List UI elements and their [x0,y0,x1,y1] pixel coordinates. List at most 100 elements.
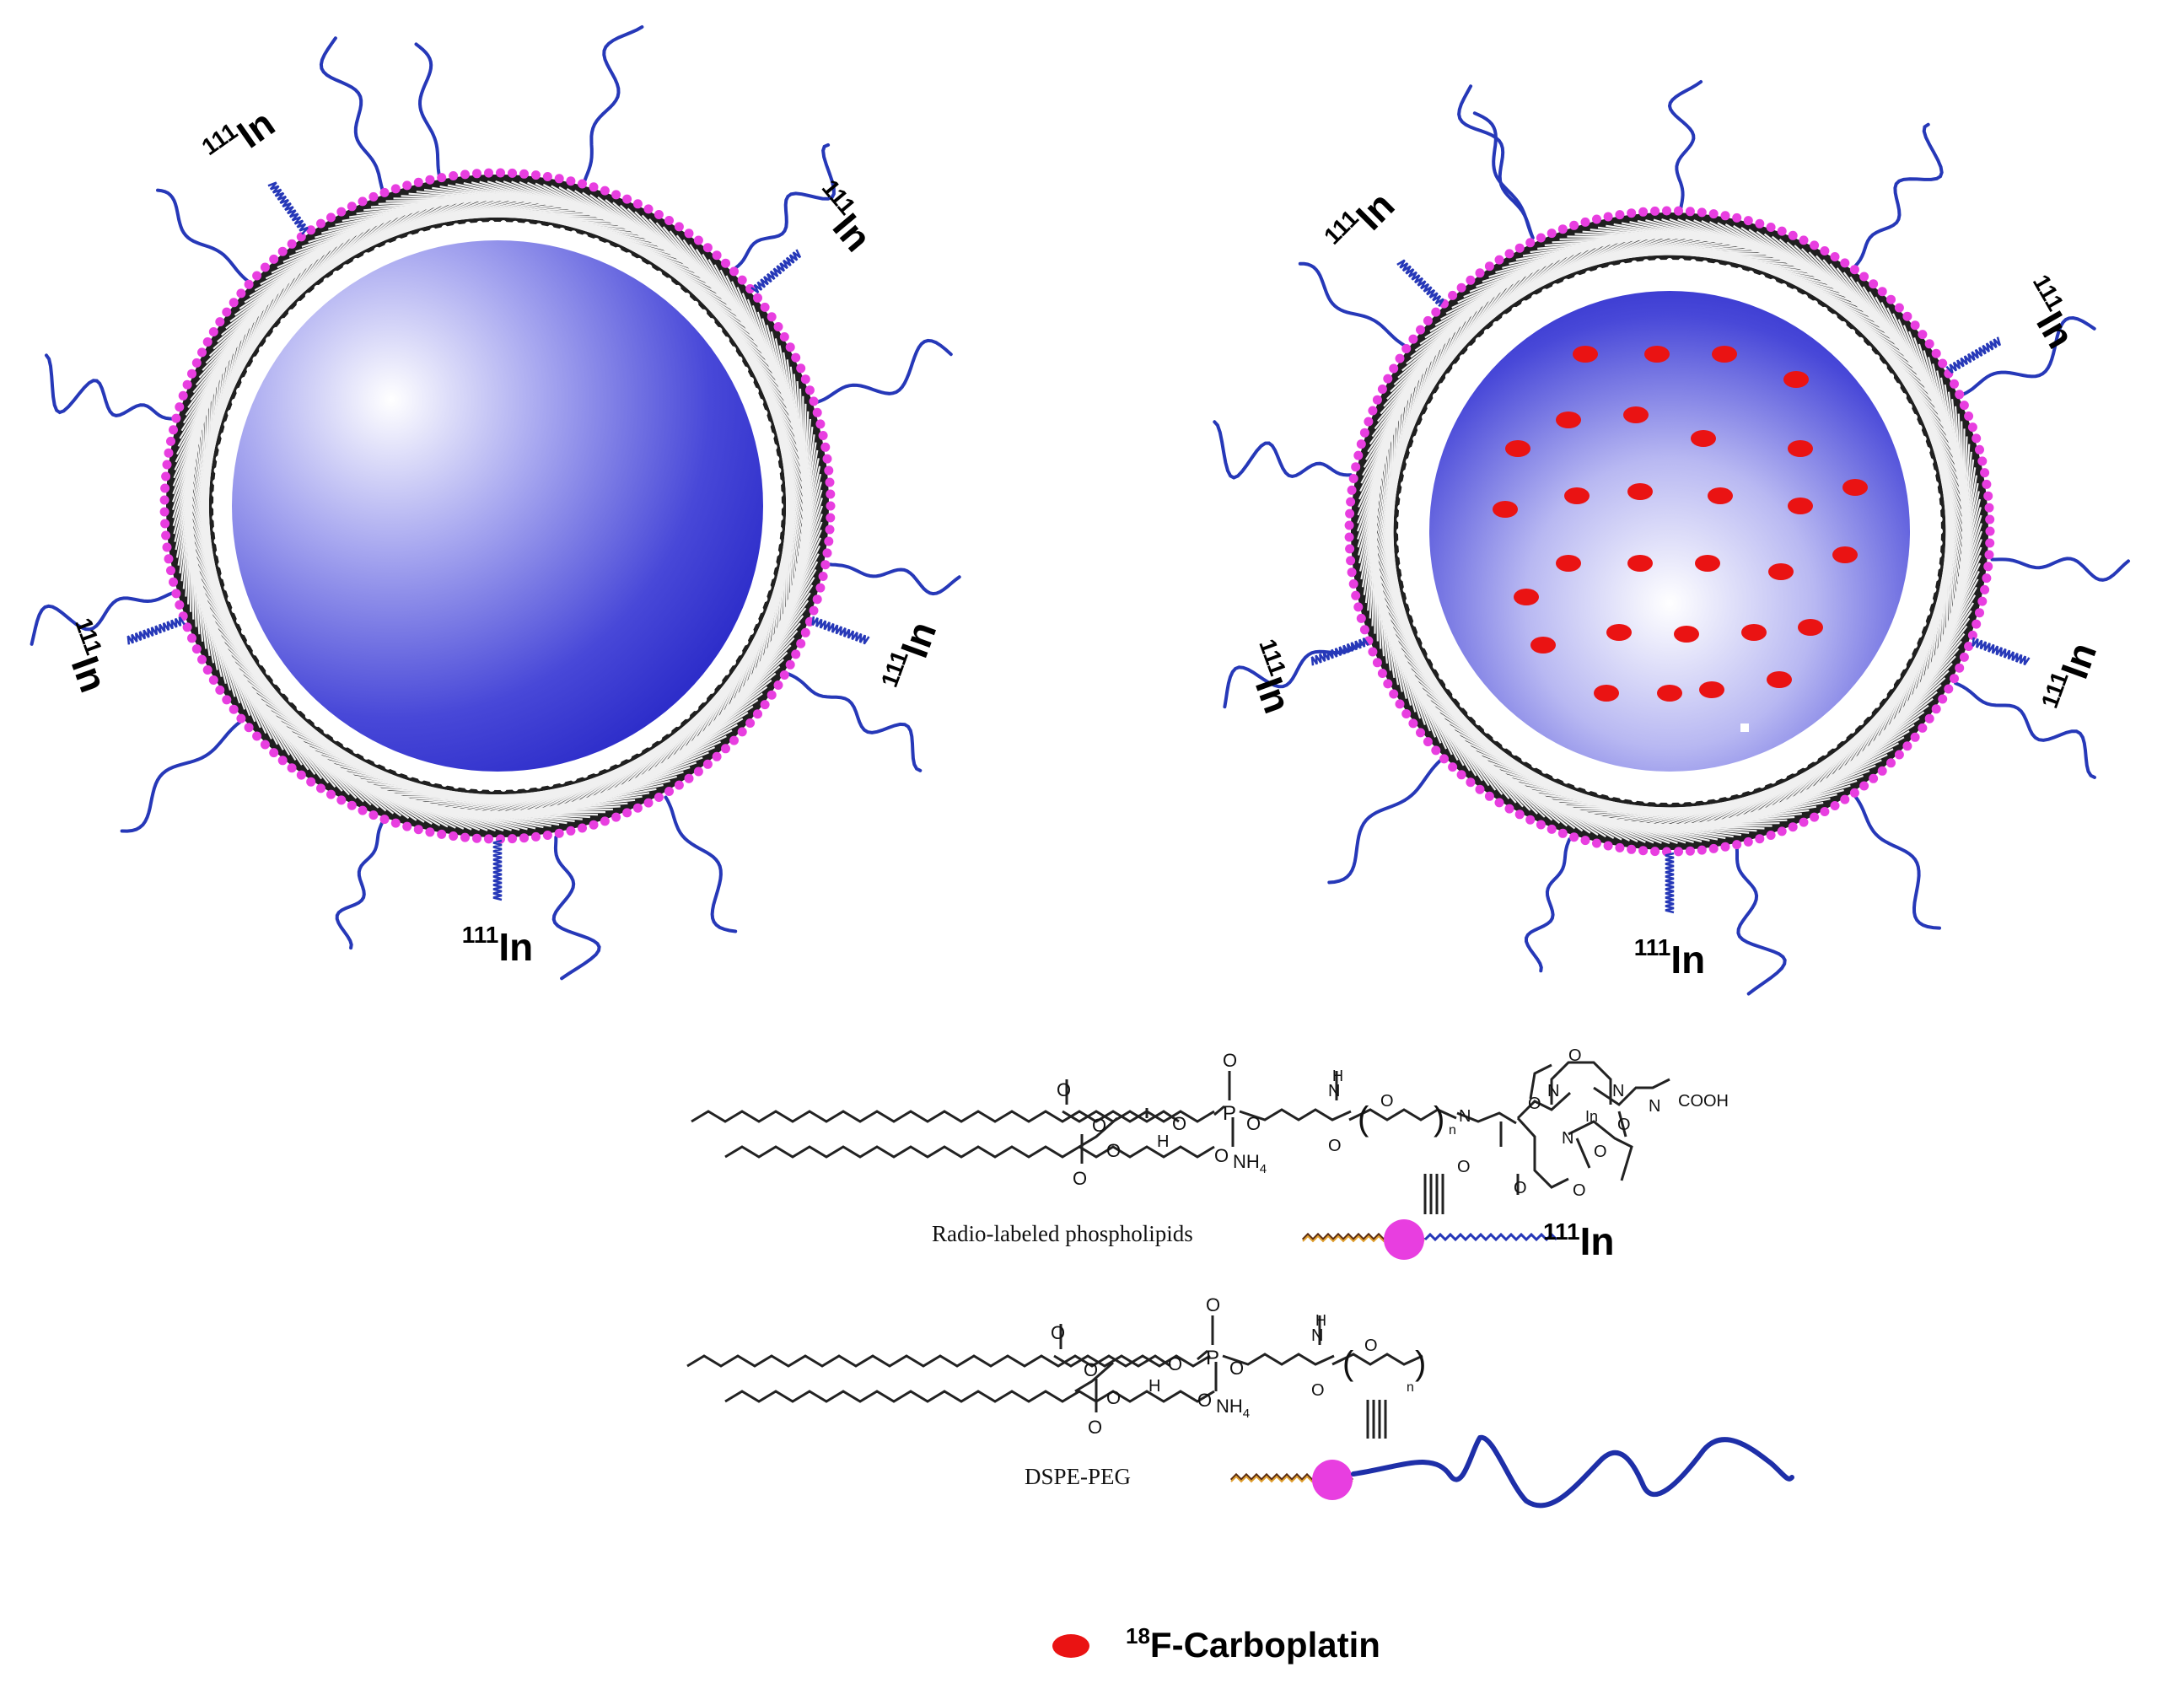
drug-particle [1556,411,1581,428]
inner-headgroup [1502,741,1509,749]
radiolabeled-lipid-schematic: 111In [1301,1218,1615,1263]
outer-headgroup [1708,843,1719,853]
inner-headgroup [1934,562,1941,570]
inner-headgroup [664,277,672,285]
outer-headgroup [1984,503,1994,513]
outer-headgroup [160,519,170,529]
inner-headgroup [1531,293,1538,301]
inner-headgroup [1780,283,1788,290]
outer-headgroup [208,675,218,685]
outer-headgroup [1886,294,1896,304]
inner-headgroup [1893,672,1901,680]
inner-headgroup [1830,741,1837,749]
inner-headgroup [1619,261,1627,269]
inner-headgroup [581,234,589,241]
outer-headgroup [1820,246,1830,256]
isotope-label: 111In [51,615,119,698]
glycerol-backbone [1062,1079,1180,1164]
inner-headgroup [406,771,414,778]
outer-headgroup [578,179,587,189]
inner-headgroup [1724,791,1732,799]
outer-headgroup [1955,663,1965,673]
outer-headgroup [1345,508,1355,519]
inner-headgroup [1396,528,1403,535]
inner-headgroup [1900,663,1907,670]
outer-headgroup [1348,579,1358,589]
stereo-h: H [1157,1132,1169,1151]
isotope-label: 111In [801,175,883,260]
inner-headgroup [570,230,578,238]
inner-headgroup [581,771,589,778]
legend: 18F-Carboplatin [1052,1623,1380,1665]
inner-headgroup [231,606,239,614]
outer-headgroup [1456,282,1466,293]
inner-headgroup [1929,469,1937,476]
drug-particle [1514,589,1539,605]
inner-headgroup [1459,701,1466,708]
outer-headgroup [449,171,459,180]
inner-headgroup [741,638,749,646]
inner-headgroup [236,387,243,395]
inner-headgroup [1932,574,1939,582]
outer-headgroup [1416,728,1425,738]
outer-headgroup [1416,325,1425,335]
carbonyl-o-1: O [1057,1079,1071,1100]
phosphate-o-right: O [1246,1113,1261,1134]
drug-marker-icon [1052,1634,1089,1658]
outer-headgroup [1766,223,1776,232]
inner-headgroup [1873,354,1880,362]
outer-headgroup [1894,303,1904,313]
inner-headgroup [342,740,350,748]
inner-headgroup [213,467,221,474]
inner-headgroup [220,573,228,580]
inner-headgroup [1596,788,1604,796]
outer-headgroup [1985,514,1995,524]
inner-headgroup [761,409,768,417]
inner-headgroup [1475,336,1482,344]
outer-headgroup [1662,206,1671,216]
inner-headgroup [1654,797,1661,804]
outer-headgroup [1980,468,1990,478]
inner-headgroup [1713,793,1720,801]
outer-headgroup [1840,258,1850,268]
outer-headgroup [1650,847,1660,857]
inner-headgroup [1934,492,1941,500]
inner-headgroup [266,336,272,344]
inner-headgroup [535,223,542,230]
inner-headgroup [603,762,611,770]
outer-headgroup [1674,847,1683,857]
drug-particle [1832,546,1858,563]
outer-headgroup [1514,810,1525,820]
outer-headgroup [791,352,801,363]
inner-headgroup [1932,481,1939,488]
outer-headgroup [1950,674,1959,684]
inner-headgroup [1934,504,1942,512]
outer-headgroup [508,168,517,178]
outer-headgroup [166,566,175,576]
outer-headgroup [1720,211,1730,221]
peg-chain [1735,846,1787,996]
inner-headgroup [1905,652,1912,659]
outer-headgroup [1982,573,1992,584]
outer-headgroup [1580,836,1590,846]
drug-particle [1606,624,1632,641]
drug-particle [1627,555,1653,572]
outer-headgroup [1877,766,1887,776]
outer-headgroup [1924,713,1934,723]
peg-chain [1990,557,2130,582]
phosphorus: P [1223,1102,1236,1125]
inner-headgroup [1541,288,1549,296]
outer-headgroup [171,413,181,423]
outer-headgroup [159,495,169,505]
outer-headgroup [1638,207,1649,217]
peg-chain [1961,315,2096,396]
outer-headgroup [1627,208,1637,218]
outer-headgroup [825,477,835,487]
peg-linker-icon [1423,1232,1558,1242]
outer-headgroup [1569,220,1579,230]
ammonium: NH4 [1216,1396,1250,1421]
outer-headgroup [674,780,684,790]
aqueous-core [232,240,763,772]
inner-headgroup [512,784,519,792]
inner-headgroup [772,549,780,557]
